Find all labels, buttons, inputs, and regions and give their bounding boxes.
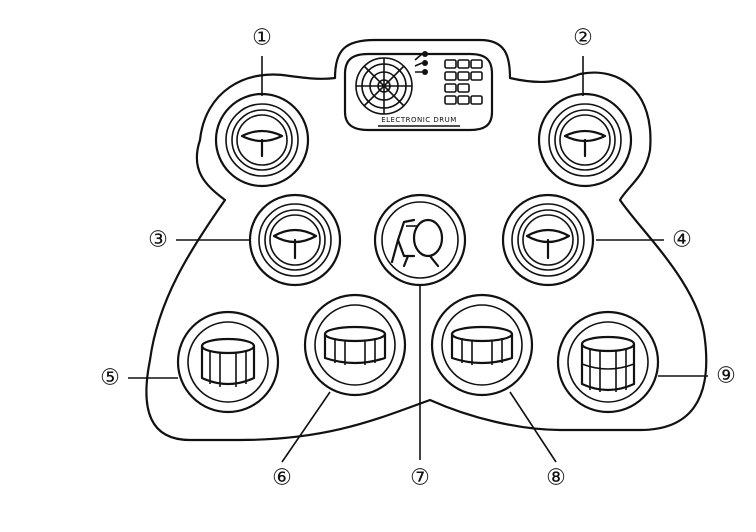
bass-drum-icon <box>390 218 444 268</box>
tom-drum-icon <box>450 325 514 365</box>
cymbal-icon <box>525 228 571 260</box>
callout-6: ⑥ <box>272 466 292 491</box>
callouts: ① ② ③ ④ ⑤ ⑥ ⑦ ⑧ ⑨ <box>100 26 736 491</box>
crash-cymbal-pad <box>214 92 310 188</box>
cymbal-icon <box>240 129 284 158</box>
ride-cymbal-pad <box>537 92 633 188</box>
bass-drum-pad <box>373 193 467 287</box>
control-panel: ELECTRONIC DRUM <box>343 51 494 132</box>
callout-9: ⑨ <box>716 364 736 389</box>
callout-8: ⑧ <box>546 466 566 491</box>
hi-hat-cymbal-pad <box>248 193 342 287</box>
cymbal-icon <box>272 228 318 260</box>
snare-drum-pad <box>176 310 280 414</box>
floor-tom-pad <box>556 310 660 414</box>
callout-4: ④ <box>672 228 692 253</box>
callout-1: ① <box>252 26 272 51</box>
callout-5: ⑤ <box>100 366 120 391</box>
volume-indicator <box>414 51 428 75</box>
speaker-grille <box>355 57 413 115</box>
mid-tom-pad <box>430 293 534 397</box>
cymbal-icon <box>563 129 607 158</box>
callout-2: ② <box>573 26 593 51</box>
tom-drum-icon <box>323 325 387 365</box>
control-buttons <box>444 59 483 105</box>
panel-label: ELECTRONIC DRUM <box>381 116 457 124</box>
floor-tom-icon <box>580 335 636 392</box>
splash-cymbal-pad <box>501 193 595 287</box>
snare-drum-icon <box>200 337 256 387</box>
drum-mat-outline <box>145 38 708 442</box>
leader-lines <box>128 56 708 463</box>
callout-7: ⑦ <box>410 466 430 491</box>
high-tom-pad <box>303 293 407 397</box>
callout-3: ③ <box>148 228 168 253</box>
